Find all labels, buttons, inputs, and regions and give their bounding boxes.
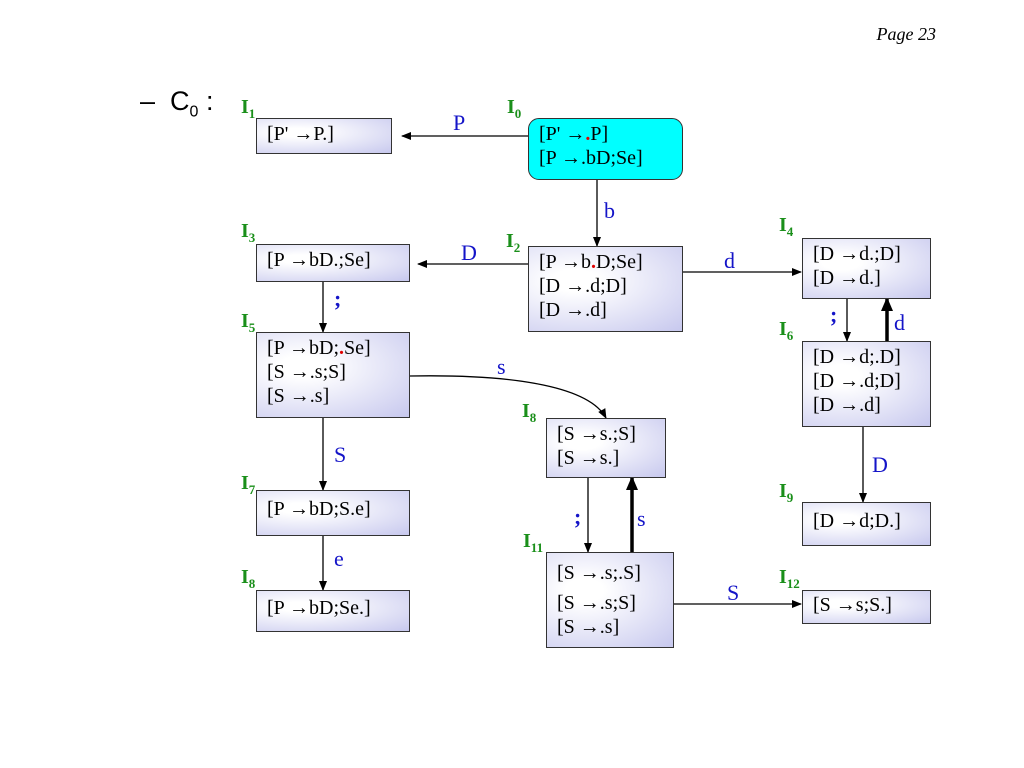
state-i4: [D →d.;D] [D →d.] [802, 238, 931, 299]
state-i5: [P →bD;.Se] [S →.s;S] [S →.s] [256, 332, 410, 418]
state-label-i0: I0 [507, 96, 522, 121]
state-label-i5: I5 [241, 310, 256, 335]
state-i11: [S →.s;.S] [S →.s;S] [S →.s] [546, 552, 674, 648]
state-label-i7: I7 [241, 472, 256, 497]
state-label-i9: I9 [779, 480, 794, 505]
heading-main: C [170, 86, 190, 116]
edge-label-i11-i8: s [637, 506, 646, 531]
state-i0: [P' →.P] [P →.bD;Se] [528, 118, 683, 180]
edge-label-i6-i4: d [894, 310, 905, 335]
page-heading: – C0 : [140, 86, 213, 121]
edge-label-i8-i11: ; [574, 504, 582, 529]
state-i6: [D →d;.D] [D →.d;D] [D →.d] [802, 341, 931, 427]
state-i8a: [P →bD;Se.] [256, 590, 410, 632]
heading-sub: 0 [189, 103, 199, 121]
state-i8b: [S →s.;S] [S →s.] [546, 418, 666, 478]
edge-label-i5-i8: s [497, 354, 506, 379]
state-label-i11: I11 [523, 530, 544, 555]
edge-label-i7-i8: e [334, 546, 344, 571]
item-dot: . [585, 123, 591, 145]
state-label-i8a: I8 [241, 566, 256, 591]
edge-label-i0-i1: P [453, 110, 466, 135]
state-i9: [D →d;D.] [802, 502, 931, 546]
edge-label-i6-i9: D [872, 452, 888, 477]
edge-label-i0-i2: b [604, 198, 615, 223]
state-label-i8b: I8 [522, 400, 537, 425]
edge-label-i2-i4: d [724, 248, 735, 273]
state-label-i2: I2 [506, 230, 521, 255]
edge-label-i3-i5: ; [334, 286, 342, 311]
edge-i5-i8 [409, 375, 607, 419]
item-dot: . [591, 251, 597, 273]
state-i2: [P →b.D;Se] [D →.d;D] [D →.d] [528, 246, 683, 332]
heading-dash: – [140, 86, 156, 116]
item-dot: . [339, 337, 345, 359]
heading-colon: : [205, 86, 214, 116]
edge-label-i5-i7: S [334, 442, 347, 467]
state-i7: [P →bD;S.e] [256, 490, 410, 536]
edge-label-i2-i3: D [461, 240, 477, 265]
state-i1: [P' →P.] [256, 118, 392, 154]
state-i12: [S →s;S.] [802, 590, 931, 624]
state-label-i4: I4 [779, 214, 794, 239]
state-label-i6: I6 [779, 318, 794, 343]
state-i3: [P →bD.;Se] [256, 244, 410, 282]
state-label-i1: I1 [241, 96, 256, 121]
state-label-i3: I3 [241, 220, 256, 245]
edge-label-i4-i6: ; [830, 302, 838, 327]
edge-label-i11-i12: S [727, 580, 740, 605]
page-number: Page 23 [876, 24, 936, 44]
state-label-i12: I12 [779, 566, 800, 591]
